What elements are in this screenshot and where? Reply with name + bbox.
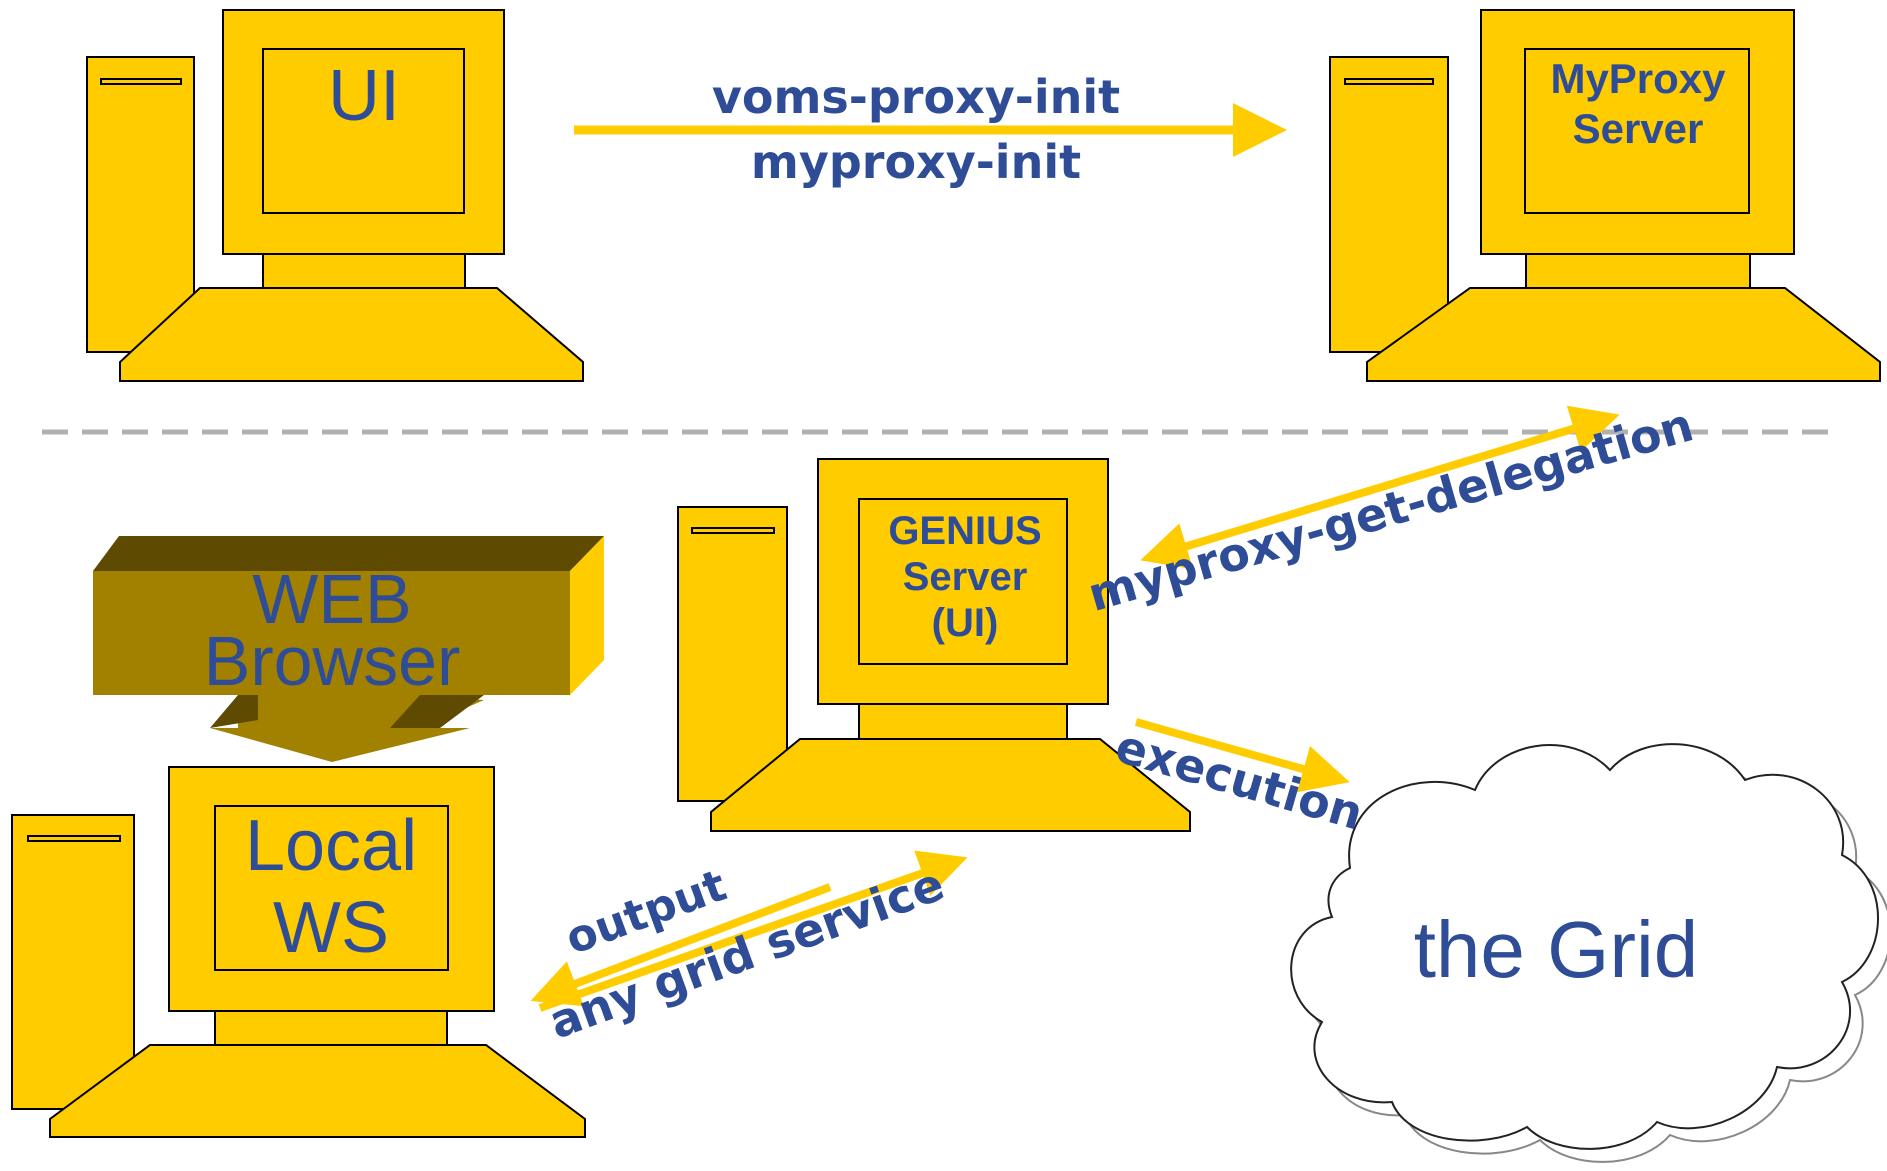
cloud-shape xyxy=(1290,743,1879,1150)
browser-top-face xyxy=(93,536,604,571)
genius-keyboard-base xyxy=(710,738,1191,832)
myproxy-screen xyxy=(1524,48,1750,214)
ui-label: UI xyxy=(328,56,400,136)
browser-arrow-shadow-right xyxy=(390,695,484,728)
myproxy-keyboard-base xyxy=(1366,287,1881,382)
browser-arrow-shadow xyxy=(210,695,258,728)
any-service-arrow-icon xyxy=(538,850,968,1012)
ui-neck xyxy=(262,253,466,289)
local-keyboard-base xyxy=(49,1044,586,1138)
local-ws-computer-icon: Local WS xyxy=(11,766,586,1138)
myproxy-label-line1: MyProxy xyxy=(1550,55,1726,102)
myproxy-computer-icon: MyProxy Server xyxy=(1329,9,1881,382)
local-screen xyxy=(214,805,449,971)
genius-screen xyxy=(858,498,1068,665)
voms-proxy-init-label: voms-proxy-init xyxy=(712,70,1120,124)
myproxy-init-label: myproxy-init xyxy=(751,135,1081,189)
genius-computer-icon: GENIUS Server (UI) xyxy=(677,458,1191,832)
web-browser-block-icon: WEB Browser xyxy=(93,536,604,762)
browser-label-line1: WEB xyxy=(252,560,411,638)
genius-label-line2: Server xyxy=(903,555,1028,599)
local-label-line1: Local xyxy=(245,806,417,886)
browser-side-face xyxy=(570,536,604,695)
genius-neck xyxy=(858,703,1068,740)
local-tower xyxy=(11,814,135,1110)
ui-computer-icon: UI xyxy=(86,9,584,382)
genius-label-line3: (UI) xyxy=(932,601,999,645)
myproxy-tower-slot xyxy=(1344,78,1434,85)
delegation-arrow-icon xyxy=(1140,405,1620,570)
genius-tower xyxy=(677,506,788,802)
genius-tower-slot xyxy=(691,527,775,534)
ui-keyboard-base xyxy=(119,287,584,382)
output-arrow-icon xyxy=(530,883,832,1007)
myproxy-tower xyxy=(1329,56,1449,353)
genius-label-line1: GENIUS xyxy=(888,509,1041,553)
ui-tower-slot xyxy=(100,78,182,85)
execution-arrow-icon xyxy=(1134,718,1350,793)
local-neck xyxy=(214,1010,448,1046)
ui-screen xyxy=(262,48,465,214)
myproxy-neck xyxy=(1525,253,1751,289)
grid-label: the Grid xyxy=(1414,905,1699,994)
local-label-line2: WS xyxy=(273,888,389,968)
browser-front-face xyxy=(93,571,570,695)
grid-cloud-icon: the Grid xyxy=(1290,743,1887,1163)
browser-label-line2: Browser xyxy=(204,622,461,700)
myproxy-label-line2: Server xyxy=(1573,105,1704,152)
local-tower-slot xyxy=(27,835,121,842)
